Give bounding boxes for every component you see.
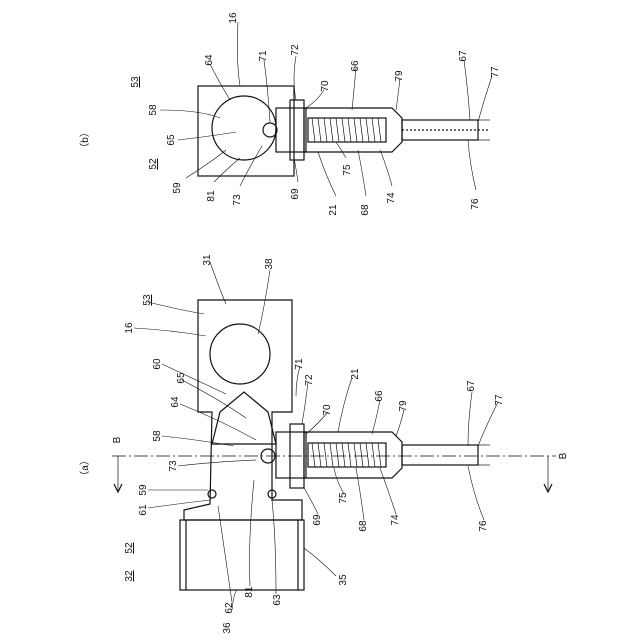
label-16: 16	[228, 12, 239, 24]
label-52-a: 52	[124, 542, 135, 554]
ball-58	[212, 96, 276, 160]
label-64-a: 64	[170, 396, 181, 408]
label-71: 71	[258, 50, 269, 62]
label-71-a: 71	[294, 358, 305, 370]
label-66: 66	[350, 60, 361, 72]
label-76-a: 76	[478, 520, 489, 532]
label-74: 74	[386, 192, 397, 204]
label-67-a: 67	[466, 380, 477, 392]
tube-67-a	[402, 445, 478, 465]
label-79: 79	[394, 70, 405, 82]
label-75: 75	[342, 164, 353, 176]
label-62: 62	[224, 602, 235, 614]
flange-72	[290, 100, 304, 160]
label-79-a: 79	[398, 400, 409, 412]
label-74-a: 74	[390, 514, 401, 526]
ball-65	[263, 123, 277, 137]
label-65: 65	[166, 134, 177, 146]
label-36: 36	[222, 622, 233, 634]
label-72-a: 72	[304, 374, 315, 386]
label-60: 60	[152, 358, 163, 370]
label-73-a: 73	[168, 460, 179, 472]
label-52: 52	[148, 158, 159, 170]
label-16-a: 16	[124, 322, 135, 334]
label-73: 73	[232, 194, 243, 206]
label-77-a: 77	[494, 394, 505, 406]
label-59-a: 59	[138, 484, 149, 496]
section-label-left: B	[112, 436, 123, 443]
label-66-a: 66	[374, 390, 385, 402]
label-35: 35	[338, 574, 349, 586]
label-53-a: 53	[142, 294, 153, 306]
label-76: 76	[470, 198, 481, 210]
view-b-caption: （b）	[79, 127, 91, 153]
label-53: 53	[130, 76, 141, 88]
label-38: 38	[264, 258, 275, 270]
label-68: 68	[360, 204, 371, 216]
label-63: 63	[272, 594, 283, 606]
body-70-a	[276, 432, 306, 478]
label-70-a: 70	[322, 404, 333, 416]
view-b: （b） 16 53 64 71 72	[79, 12, 501, 216]
label-21: 21	[328, 204, 339, 216]
view-a: （a） B B	[79, 254, 569, 634]
label-64: 64	[204, 54, 215, 66]
shaft-32	[180, 520, 304, 590]
spring-75	[312, 118, 381, 142]
body-70	[276, 108, 306, 152]
label-77: 77	[490, 66, 501, 78]
spring-75-a	[312, 443, 381, 467]
label-61: 61	[138, 504, 149, 516]
block-16	[184, 300, 302, 520]
label-65-a: 65	[176, 372, 187, 384]
housing-66-a	[304, 432, 402, 478]
label-21-a: 21	[350, 368, 361, 380]
hole-38	[210, 324, 270, 384]
view-a-caption: （a）	[79, 455, 91, 481]
label-68-a: 68	[358, 520, 369, 532]
label-70: 70	[320, 80, 331, 92]
label-59: 59	[172, 182, 183, 194]
label-69-a: 69	[312, 514, 323, 526]
housing-66	[304, 108, 402, 152]
label-67: 67	[458, 50, 469, 62]
label-69: 69	[290, 188, 301, 200]
label-58: 58	[148, 104, 159, 116]
label-58-a: 58	[152, 430, 163, 442]
section-label-right: B	[558, 452, 569, 459]
label-75-a: 75	[338, 492, 349, 504]
label-81: 81	[206, 190, 217, 202]
label-31: 31	[202, 254, 213, 266]
bore-60	[212, 392, 276, 444]
label-81-a: 81	[244, 586, 255, 598]
seal-61	[208, 490, 216, 498]
label-32: 32	[124, 570, 135, 582]
label-72: 72	[290, 44, 301, 56]
